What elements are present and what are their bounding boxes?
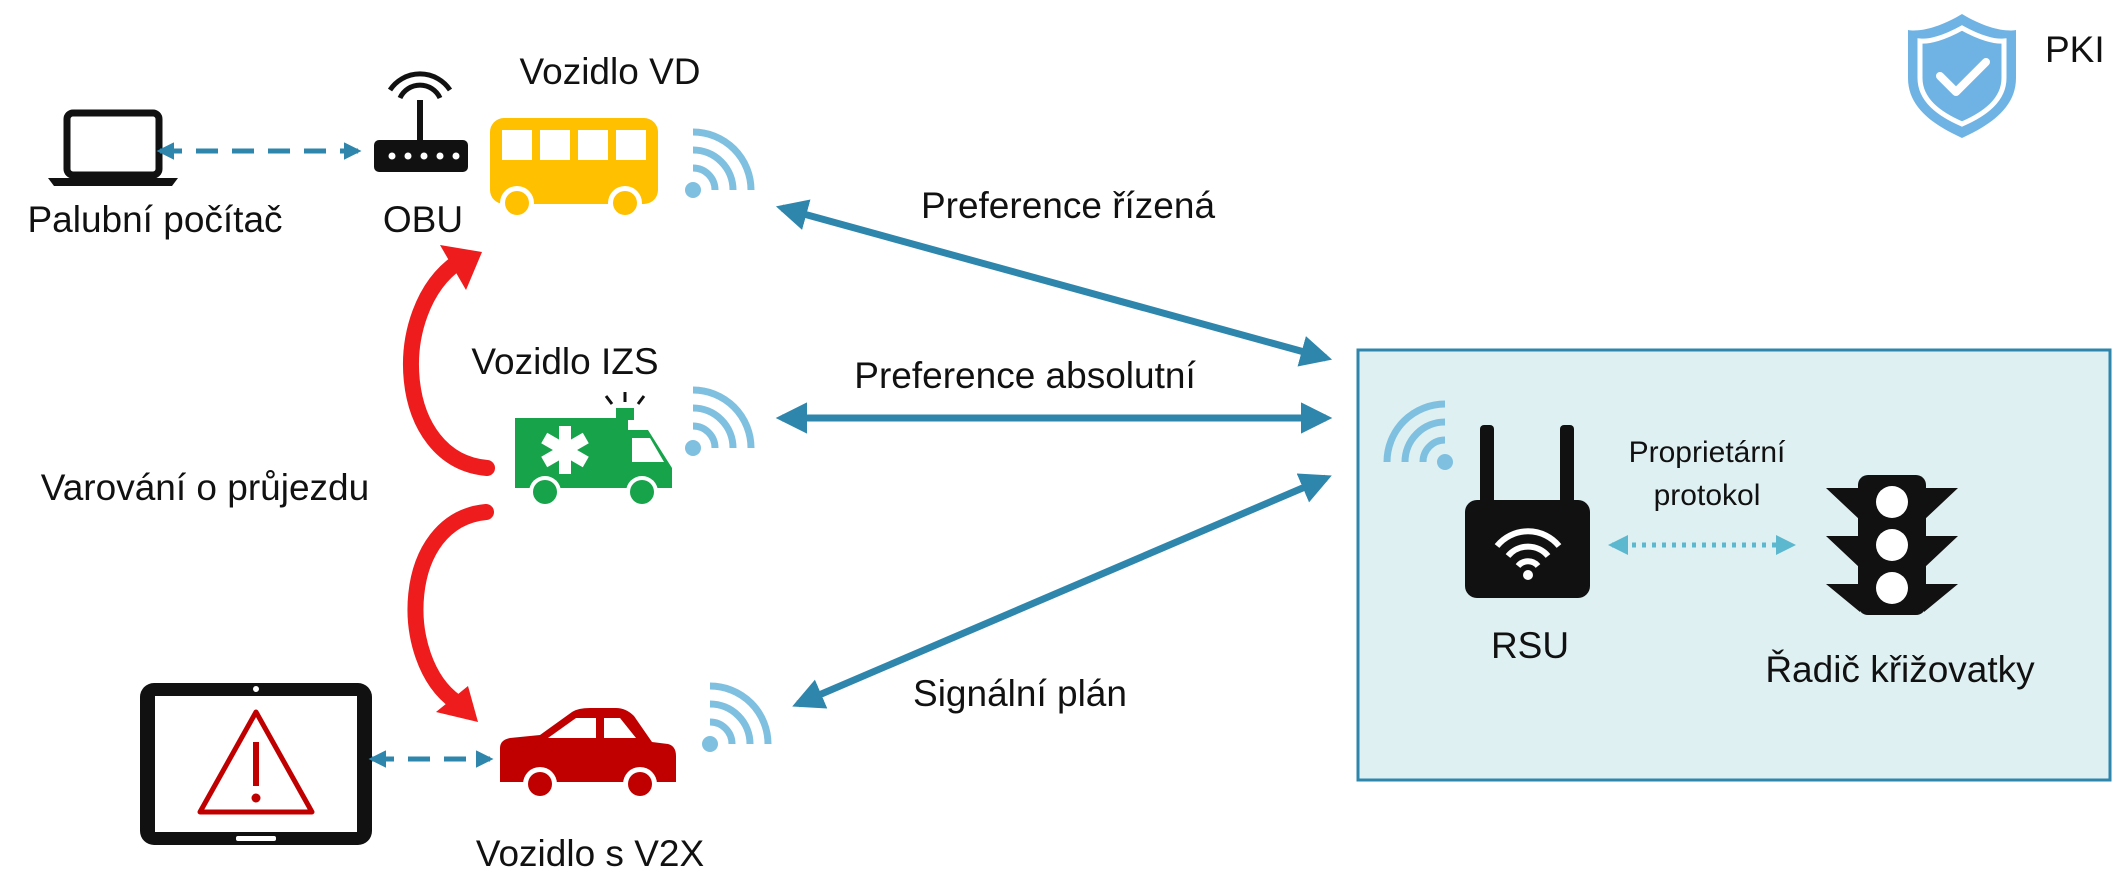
- traffic-light-icon: [1826, 475, 1958, 615]
- router-icon: [374, 71, 468, 172]
- shield-check-icon: [1908, 14, 2016, 138]
- intersection-controller-label: Řadič křižovatky: [1765, 649, 2035, 690]
- controlled-preference-label: Preference řízená: [921, 185, 1216, 226]
- car-wifi-signal-icon: [702, 686, 768, 752]
- ambulance-wifi-signal-icon: [685, 390, 751, 456]
- tablet-warning-icon: [140, 683, 372, 845]
- passage-warning-label: Varování o průjezdu: [41, 467, 369, 508]
- absolute-preference-label: Preference absolutní: [854, 355, 1196, 396]
- signal-plan-arrow: [792, 473, 1332, 709]
- passage-warning-arrow-down: [407, 504, 494, 722]
- signal-plan-label: Signální plán: [913, 673, 1127, 714]
- laptop-icon: [48, 109, 178, 186]
- ambulance-icon: [515, 392, 672, 508]
- proprietary-protocol-label-line2: protokol: [1654, 479, 1761, 512]
- passage-warning-arrow-up: [403, 245, 495, 476]
- rsu-label: RSU: [1491, 625, 1569, 666]
- obu-label: OBU: [383, 199, 463, 240]
- controlled-preference-arrow: [775, 199, 1333, 367]
- rsu-router-icon: [1465, 425, 1590, 598]
- bus-wifi-signal-icon: [685, 132, 751, 198]
- vehicle-vd-label: Vozidlo VD: [520, 51, 701, 92]
- car-icon: [500, 708, 676, 801]
- pki-label: PKI: [2045, 29, 2105, 70]
- bus-icon: [490, 118, 658, 220]
- vehicle-v2x-label: Vozidlo s V2X: [476, 833, 704, 874]
- vehicle-izs-label: Vozidlo IZS: [471, 341, 658, 382]
- proprietary-protocol-label-line1: Proprietární: [1629, 436, 1786, 469]
- onboard-computer-label: Palubní počítač: [27, 199, 282, 240]
